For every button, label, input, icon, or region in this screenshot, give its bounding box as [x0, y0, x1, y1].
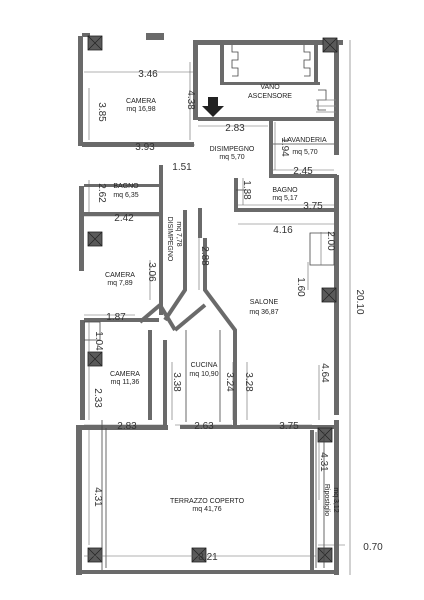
room-disimpegno-1-name: DISIMPEGNO: [210, 146, 255, 153]
dim-306: 3.06: [146, 262, 157, 282]
dim-242: 2.42: [114, 213, 134, 224]
dim-160: 1.60: [295, 277, 306, 297]
column: [317, 427, 333, 443]
dim-200: 2.00: [325, 231, 336, 251]
room-vano-ascensore-name: VANO: [260, 84, 280, 91]
room-vano-ascensore-name-2: ASCENSORE: [248, 93, 292, 100]
dim-431-left: 4.31: [92, 487, 103, 507]
room-camera-1-area: mq 16,98: [126, 106, 155, 113]
stair: [231, 45, 336, 113]
dim-438: 4.38: [185, 90, 196, 110]
dim-187: 1.87: [106, 312, 126, 323]
dim-138: 1.38: [241, 180, 252, 200]
column: [191, 547, 207, 563]
room-bagno-2-name: BAGNO: [272, 187, 298, 194]
column: [321, 287, 337, 303]
room-lavanderia-area: mq 5,70: [292, 149, 317, 156]
room-ripostiglio-area: mq 3,12: [332, 487, 339, 512]
room-camera-3-area: mq 11,36: [111, 379, 140, 386]
room-bagno-2-area: mq 5,17: [272, 195, 297, 202]
column: [87, 547, 103, 563]
dim-233: 2.33: [92, 388, 103, 408]
arrow-down-icon: [202, 97, 224, 117]
walls: [76, 33, 343, 575]
dim-194: 1.94: [279, 137, 290, 157]
room-bagno-1-name: BAGNO: [113, 183, 139, 190]
room-cucina-area: mq 10,90: [189, 371, 218, 378]
dim-288: 2.88: [199, 246, 210, 266]
room-disimpegno-1-area: mq 5,70: [219, 154, 244, 161]
dim-324: 3.24: [224, 372, 235, 392]
room-terrazzo-area: mq 41,76: [192, 506, 221, 513]
column: [87, 231, 103, 247]
room-camera-2-area: mq 7,89: [107, 280, 132, 287]
dim-393: 3.93: [135, 142, 155, 153]
room-bagno-1-area: mq 6,35: [113, 192, 138, 199]
dim-431-right: 4.31: [318, 452, 329, 472]
dim-104: 1.04: [93, 331, 104, 351]
column: [87, 35, 103, 51]
room-camera-2-name: CAMERA: [105, 272, 135, 279]
room-salone-name: SALONE: [250, 299, 279, 306]
diagonal-walls: [138, 210, 237, 425]
dim-263: 2.63: [194, 421, 214, 432]
interior-lines: [84, 143, 335, 570]
dim-283-top: 2.83: [225, 123, 245, 134]
room-labels: CAMERA mq 16,98 VANO ASCENSORE DISIMPEGN…: [105, 84, 339, 516]
room-ripostiglio-name: Ripostiglio: [323, 484, 330, 516]
room-salone-area: mq 36,87: [249, 309, 278, 316]
column: [87, 351, 103, 367]
dim-070: 0.70: [363, 542, 383, 553]
dim-375-top: 3.75: [303, 201, 323, 212]
dim-245: 2.45: [293, 166, 313, 177]
dim-385: 3.85: [96, 102, 107, 122]
dimension-lines: [84, 40, 351, 575]
dim-416: 4.16: [273, 225, 293, 236]
room-camera-3-name: CAMERA: [110, 371, 140, 378]
room-disimpegno-2-name: DISIMPEGNO: [166, 217, 173, 262]
dim-375-bottom: 3.75: [279, 421, 299, 432]
dim-262: 2.62: [96, 183, 107, 203]
room-camera-1-name: CAMERA: [126, 98, 156, 105]
dim-821: 8.21: [198, 552, 218, 563]
room-cucina-name: CUCINA: [191, 362, 218, 369]
columns: [87, 35, 338, 563]
dim-151: 1.51: [172, 162, 192, 173]
dim-2010: 20.10: [354, 289, 365, 314]
column: [322, 37, 338, 53]
dim-464: 4.64: [319, 363, 330, 383]
room-disimpegno-2-area: mq 7,78: [175, 221, 182, 246]
dim-283-bottom: 2.83: [117, 421, 137, 432]
dim-328: 3.28: [243, 372, 254, 392]
dim-346: 3.46: [138, 69, 158, 80]
room-lavanderia-name: LAVANDERIA: [283, 137, 327, 144]
dim-338: 3.38: [171, 372, 182, 392]
dimension-values: 3.46 3.85 4.38 2.83 3.93 1.51 1.94 2.45 …: [92, 69, 383, 563]
room-terrazzo-name: TERRAZZO COPERTO: [170, 498, 245, 505]
column: [317, 547, 333, 563]
